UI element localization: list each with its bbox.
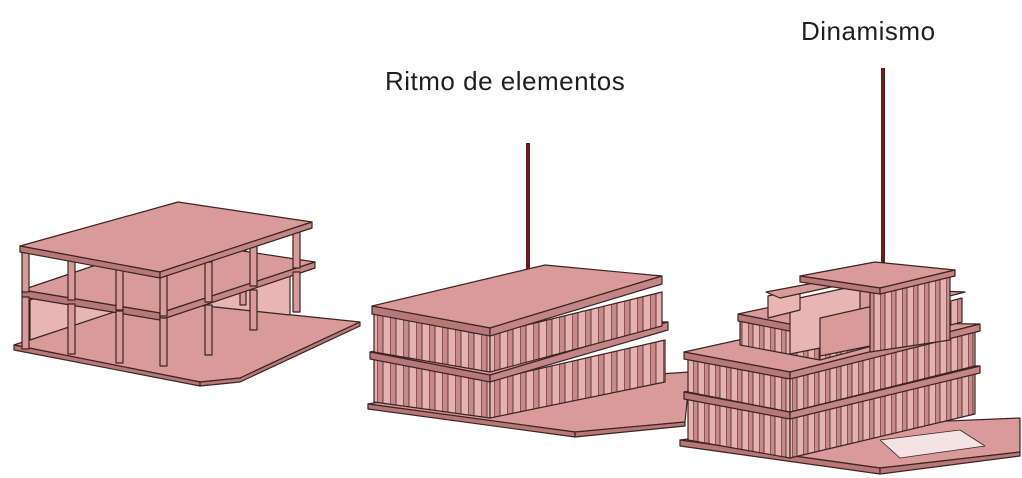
label-rhythm-of-elements: Ritmo de elementos [385,66,626,96]
leader-line-rhythm [526,143,530,295]
label-dynamism: Dinamismo [801,16,936,46]
model-rhythm-of-elements [367,264,691,438]
leader-line-dynamism [881,68,885,268]
model-basic-frame [13,201,361,387]
model-dynamism [679,261,1021,475]
